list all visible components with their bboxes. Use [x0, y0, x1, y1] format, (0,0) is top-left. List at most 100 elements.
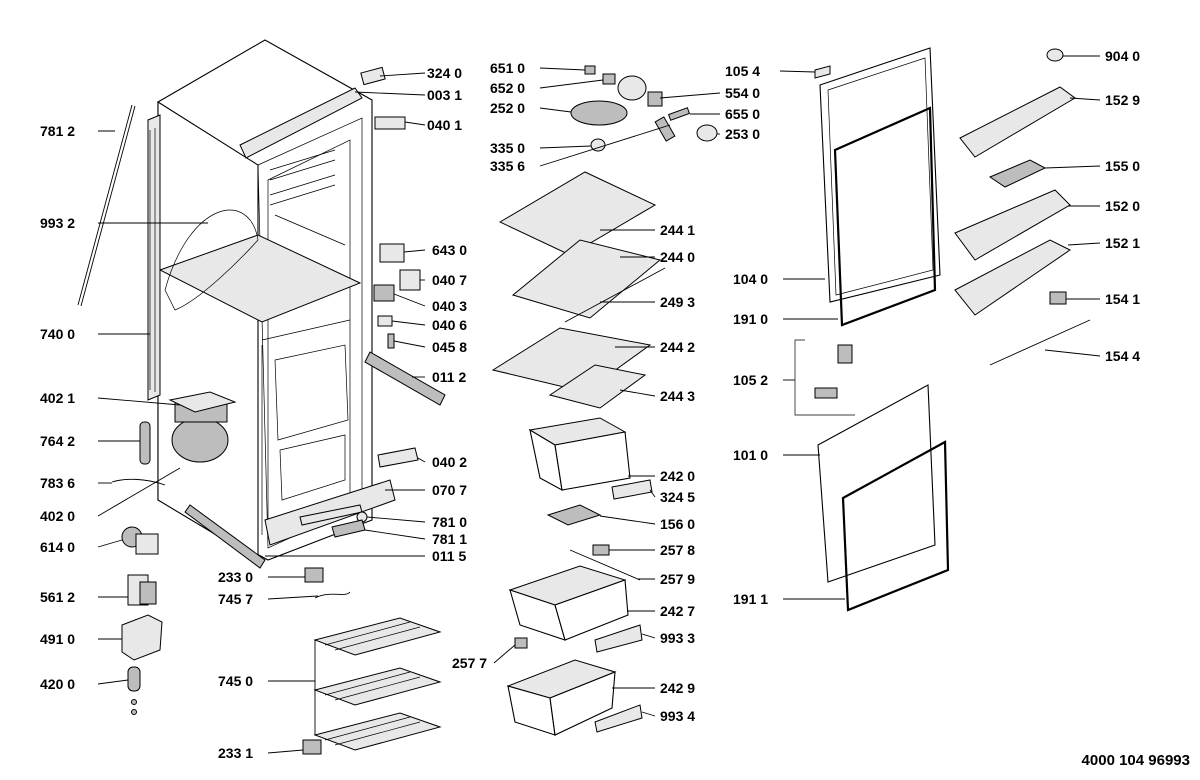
part-324-5	[611, 479, 653, 500]
part-045-8	[387, 333, 395, 349]
part-324-0	[360, 66, 386, 86]
label-154-4: 154 4	[1105, 348, 1140, 364]
part-154-1	[1049, 291, 1067, 305]
part-040-2	[377, 447, 419, 468]
label-764-2: 764 2	[40, 433, 75, 449]
bar-154-4	[989, 319, 1091, 366]
label-561-2: 561 2	[40, 589, 75, 605]
label-105-4: 105 4	[725, 63, 760, 79]
label-993-3: 993 3	[660, 630, 695, 646]
label-244-3: 244 3	[660, 388, 695, 404]
ice-tray-156-0	[546, 504, 602, 526]
label-242-9: 242 9	[660, 680, 695, 696]
part-993-4	[594, 704, 643, 733]
relay-614-0	[121, 526, 159, 555]
egg-tray-155-0	[988, 159, 1047, 188]
label-643-0: 643 0	[432, 242, 467, 258]
label-614-0: 614 0	[40, 539, 75, 555]
part-993-3	[594, 624, 643, 653]
cabinet-body	[147, 39, 396, 561]
rod-781-2	[77, 104, 133, 306]
label-745-7: 745 7	[218, 591, 253, 607]
label-402-1: 402 1	[40, 390, 75, 406]
label-154-1: 154 1	[1105, 291, 1140, 307]
leader-lines	[97, 55, 1101, 754]
label-257-8: 257 8	[660, 542, 695, 558]
label-242-0: 242 0	[660, 468, 695, 484]
part-745-7	[314, 591, 351, 599]
gasket-191-0	[833, 106, 937, 327]
bin-152-1	[954, 239, 1071, 316]
label-244-2: 244 2	[660, 339, 695, 355]
label-156-0: 156 0	[660, 516, 695, 532]
part-643-0	[379, 243, 405, 263]
label-040-7: 040 7	[432, 272, 467, 288]
drawer-242-0	[528, 417, 631, 492]
part-233-1	[302, 739, 322, 755]
label-249-3: 249 3	[660, 294, 695, 310]
label-233-0: 233 0	[218, 569, 253, 585]
label-191-1: 191 1	[733, 591, 768, 607]
label-420-0: 420 0	[40, 676, 75, 692]
label-781-0: 781 0	[432, 514, 467, 530]
label-104-0: 104 0	[733, 271, 768, 287]
drawer-242-9	[506, 659, 617, 736]
part-233-0	[304, 567, 324, 583]
label-781-1: 781 1	[432, 531, 467, 547]
thermostat-group	[570, 65, 718, 152]
label-257-7: 257 7	[452, 655, 487, 671]
label-244-0: 244 0	[660, 249, 695, 265]
part-040-7	[399, 269, 421, 291]
label-993-2: 993 2	[40, 215, 75, 231]
label-244-1: 244 1	[660, 222, 695, 238]
part-040-6	[377, 315, 393, 327]
label-335-6: 335 6	[490, 158, 525, 174]
shelf-244-3	[548, 364, 647, 409]
label-040-6: 040 6	[432, 317, 467, 333]
label-783-6: 783 6	[40, 475, 75, 491]
label-070-7: 070 7	[432, 482, 467, 498]
label-252-0: 252 0	[490, 100, 525, 116]
drawer-242-7	[508, 565, 629, 641]
part-257-8	[592, 544, 610, 556]
label-253-0: 253 0	[725, 126, 760, 142]
label-242-7: 242 7	[660, 603, 695, 619]
label-781-2: 781 2	[40, 123, 75, 139]
door-101-0	[817, 384, 936, 583]
part-904-0	[1046, 48, 1064, 62]
part-011-2	[364, 351, 446, 406]
label-040-2: 040 2	[432, 454, 467, 470]
label-335-0: 335 0	[490, 140, 525, 156]
part-257-7	[514, 637, 528, 649]
label-105-2: 105 2	[733, 372, 768, 388]
label-655-0: 655 0	[725, 106, 760, 122]
gasket-191-1	[841, 440, 950, 612]
label-152-9: 152 9	[1105, 92, 1140, 108]
document-number: 4000 104 96993	[1082, 752, 1190, 769]
label-652-0: 652 0	[490, 80, 525, 96]
label-040-3: 040 3	[432, 298, 467, 314]
bar-257-9	[569, 549, 641, 581]
label-152-1: 152 1	[1105, 235, 1140, 251]
label-152-0: 152 0	[1105, 198, 1140, 214]
part-040-1	[374, 116, 406, 130]
label-402-0: 402 0	[40, 508, 75, 524]
label-324-0: 324 0	[427, 65, 462, 81]
part-011-5	[184, 504, 266, 569]
strip-249-3	[564, 267, 666, 323]
label-045-8: 045 8	[432, 339, 467, 355]
compressor	[111, 391, 237, 486]
label-003-1: 003 1	[427, 87, 462, 103]
label-993-4: 993 4	[660, 708, 695, 724]
glass-244-0	[511, 239, 662, 319]
label-011-5: 011 5	[432, 548, 466, 564]
label-740-0: 740 0	[40, 326, 75, 342]
label-257-9: 257 9	[660, 571, 695, 587]
label-155-0: 155 0	[1105, 158, 1140, 174]
label-491-0: 491 0	[40, 631, 75, 647]
capacitor-420-0	[127, 666, 141, 715]
label-040-1: 040 1	[427, 117, 462, 133]
label-011-2: 011 2	[432, 369, 466, 385]
relay-561-2	[127, 574, 157, 606]
